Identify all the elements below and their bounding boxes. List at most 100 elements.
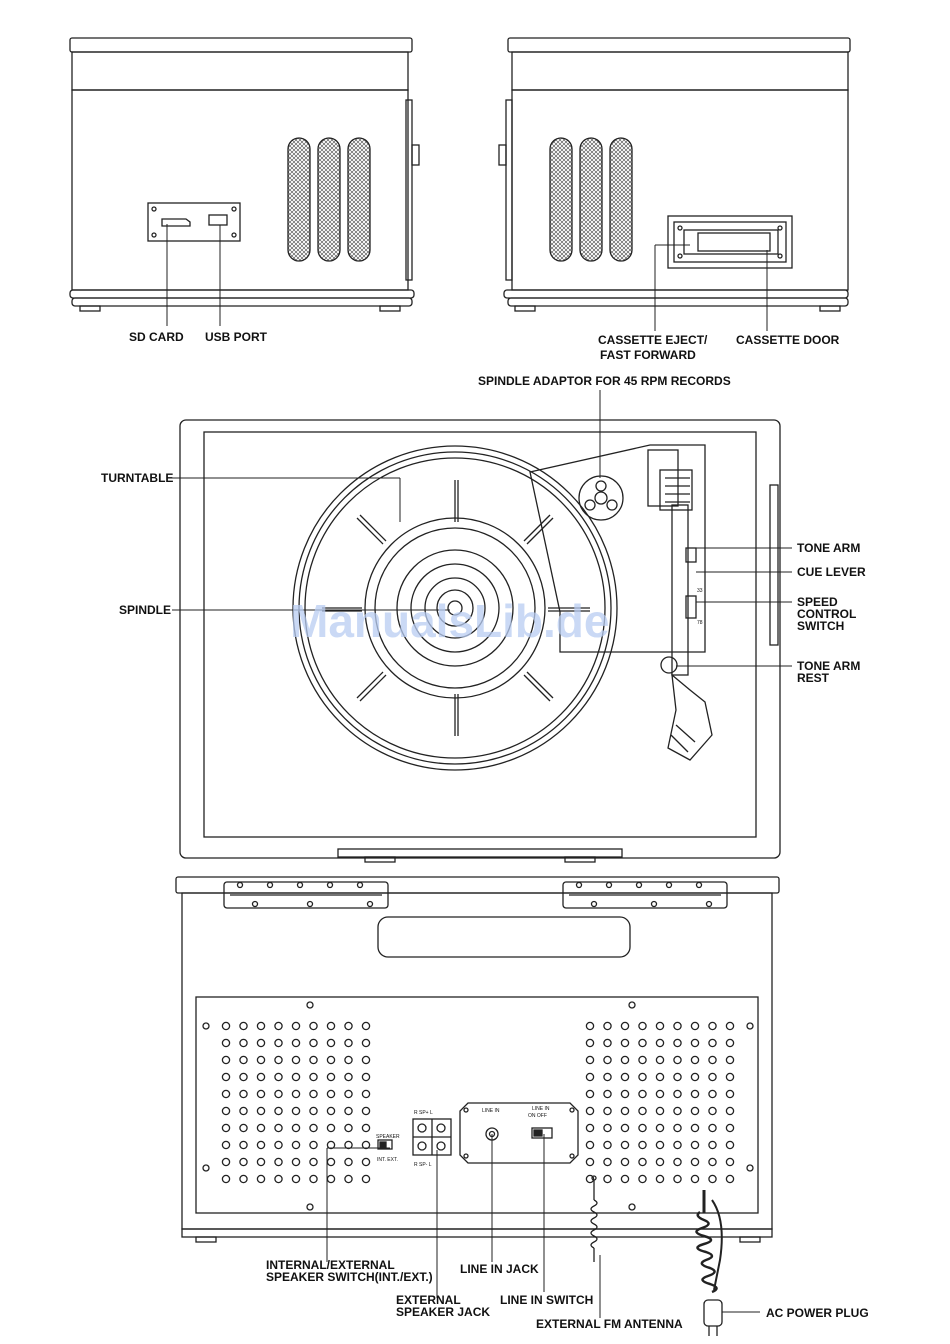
speaker-hole (708, 1021, 717, 1031)
speaker-hole (603, 1089, 612, 1099)
speaker-hole (361, 1140, 371, 1150)
speaker-hole (620, 1089, 630, 1099)
speaker-hole (603, 1055, 612, 1065)
speaker-hole (239, 1089, 248, 1099)
back-panel (195, 996, 759, 1214)
speaker-hole (256, 1123, 266, 1133)
speaker-hole (725, 1089, 735, 1099)
speaker-hole (690, 1157, 700, 1167)
speaker-hole (239, 1106, 248, 1116)
speaker-terminals (412, 1118, 452, 1156)
speaker-hole (344, 1157, 353, 1167)
usb-port-label: USB PORT (205, 330, 268, 344)
usb-slot-icon (208, 214, 228, 226)
speaker-hole (690, 1021, 700, 1031)
speaker-hole (673, 1021, 682, 1031)
speaker-hole (361, 1089, 371, 1099)
speaker-hole (309, 1174, 318, 1184)
cassette-eject-label-line2: FAST FORWARD (600, 348, 696, 362)
int-ext-switch-label-line1: INTERNAL/EXTERNAL (266, 1258, 395, 1272)
line-in-switch-label: LINE IN SWITCH (500, 1293, 593, 1307)
speaker-hole (673, 1072, 682, 1082)
line-in-switch-icon (531, 1127, 553, 1139)
speaker-hole (585, 1140, 595, 1150)
speaker-hole (274, 1157, 283, 1167)
speaker-switch-text: SPEAKER (376, 1134, 400, 1140)
speaker-hole (673, 1089, 682, 1099)
speaker-hole (256, 1021, 266, 1031)
speaker-hole (239, 1021, 248, 1031)
left-speaker-grill (287, 137, 371, 262)
speaker-hole (708, 1140, 717, 1150)
speaker-hole (239, 1072, 248, 1082)
speaker-hole (361, 1072, 371, 1082)
speaker-hole (585, 1055, 595, 1065)
speaker-hole (585, 1157, 595, 1167)
speaker-hole (620, 1140, 630, 1150)
speaker-hole (309, 1106, 318, 1116)
speaker-hole (638, 1106, 647, 1116)
speaker-hole (603, 1106, 612, 1116)
speaker-hole (291, 1021, 301, 1031)
speaker-hole (620, 1123, 630, 1133)
speaker-hole (274, 1072, 283, 1082)
speaker-hole (673, 1157, 682, 1167)
speed-switch-icon (685, 595, 697, 619)
speaker-hole (256, 1174, 266, 1184)
sd-slot-icon (161, 218, 191, 227)
speaker-hole (221, 1072, 231, 1082)
speaker-hole (655, 1072, 665, 1082)
speaker-hole (725, 1123, 735, 1133)
speaker-hole (655, 1089, 665, 1099)
speaker-hole (585, 1106, 595, 1116)
speaker-switch-icon (377, 1139, 393, 1150)
speaker-hole (221, 1157, 231, 1167)
speaker-hole (725, 1021, 735, 1031)
speaker-hole (326, 1106, 336, 1116)
right-side-view (498, 37, 851, 331)
speaker-hole (690, 1038, 700, 1048)
speaker-hole (585, 1174, 595, 1184)
speaker-hole (620, 1021, 630, 1031)
right-speaker-holes (585, 1021, 735, 1184)
left-hinge (223, 881, 389, 909)
speaker-hole (256, 1106, 266, 1116)
sd-usb-panel (147, 202, 241, 242)
cue-lever-label: CUE LEVER (797, 565, 866, 579)
spindle-adaptor-icon (578, 475, 624, 521)
speaker-hole (690, 1140, 700, 1150)
speaker-hole (274, 1055, 283, 1065)
speaker-hole (690, 1055, 700, 1065)
speaker-hole (690, 1072, 700, 1082)
speaker-hole (274, 1106, 283, 1116)
speaker-hole (638, 1174, 647, 1184)
platter (292, 445, 618, 771)
speaker-hole (673, 1123, 682, 1133)
line-in-panel (459, 1102, 579, 1164)
speaker-hole (291, 1123, 301, 1133)
speaker-hole (291, 1157, 301, 1167)
right-speaker-grill (549, 137, 633, 262)
speed-control-label-line3: SWITCH (797, 619, 844, 633)
ext-speaker-jack-label-line1: EXTERNAL (396, 1293, 461, 1307)
speaker-hole (309, 1140, 318, 1150)
speed-control-label-line2: CONTROL (797, 607, 856, 621)
speaker-hole (239, 1174, 248, 1184)
speaker-hole (655, 1038, 665, 1048)
speaker-hole (708, 1157, 717, 1167)
speaker-hole (344, 1174, 353, 1184)
speaker-hole (221, 1106, 231, 1116)
speaker-hole (221, 1038, 231, 1048)
speaker-hole (344, 1140, 353, 1150)
speaker-hole (638, 1072, 647, 1082)
ac-plug-icon (703, 1299, 723, 1327)
speaker-hole (725, 1157, 735, 1167)
speaker-hole (361, 1055, 371, 1065)
speaker-hole (309, 1072, 318, 1082)
speaker-hole (309, 1021, 318, 1031)
speaker-hole (291, 1072, 301, 1082)
speaker-hole (708, 1106, 717, 1116)
speed-control-label-line1: SPEED (797, 595, 838, 609)
speaker-hole (708, 1123, 717, 1133)
speaker-hole (620, 1038, 630, 1048)
